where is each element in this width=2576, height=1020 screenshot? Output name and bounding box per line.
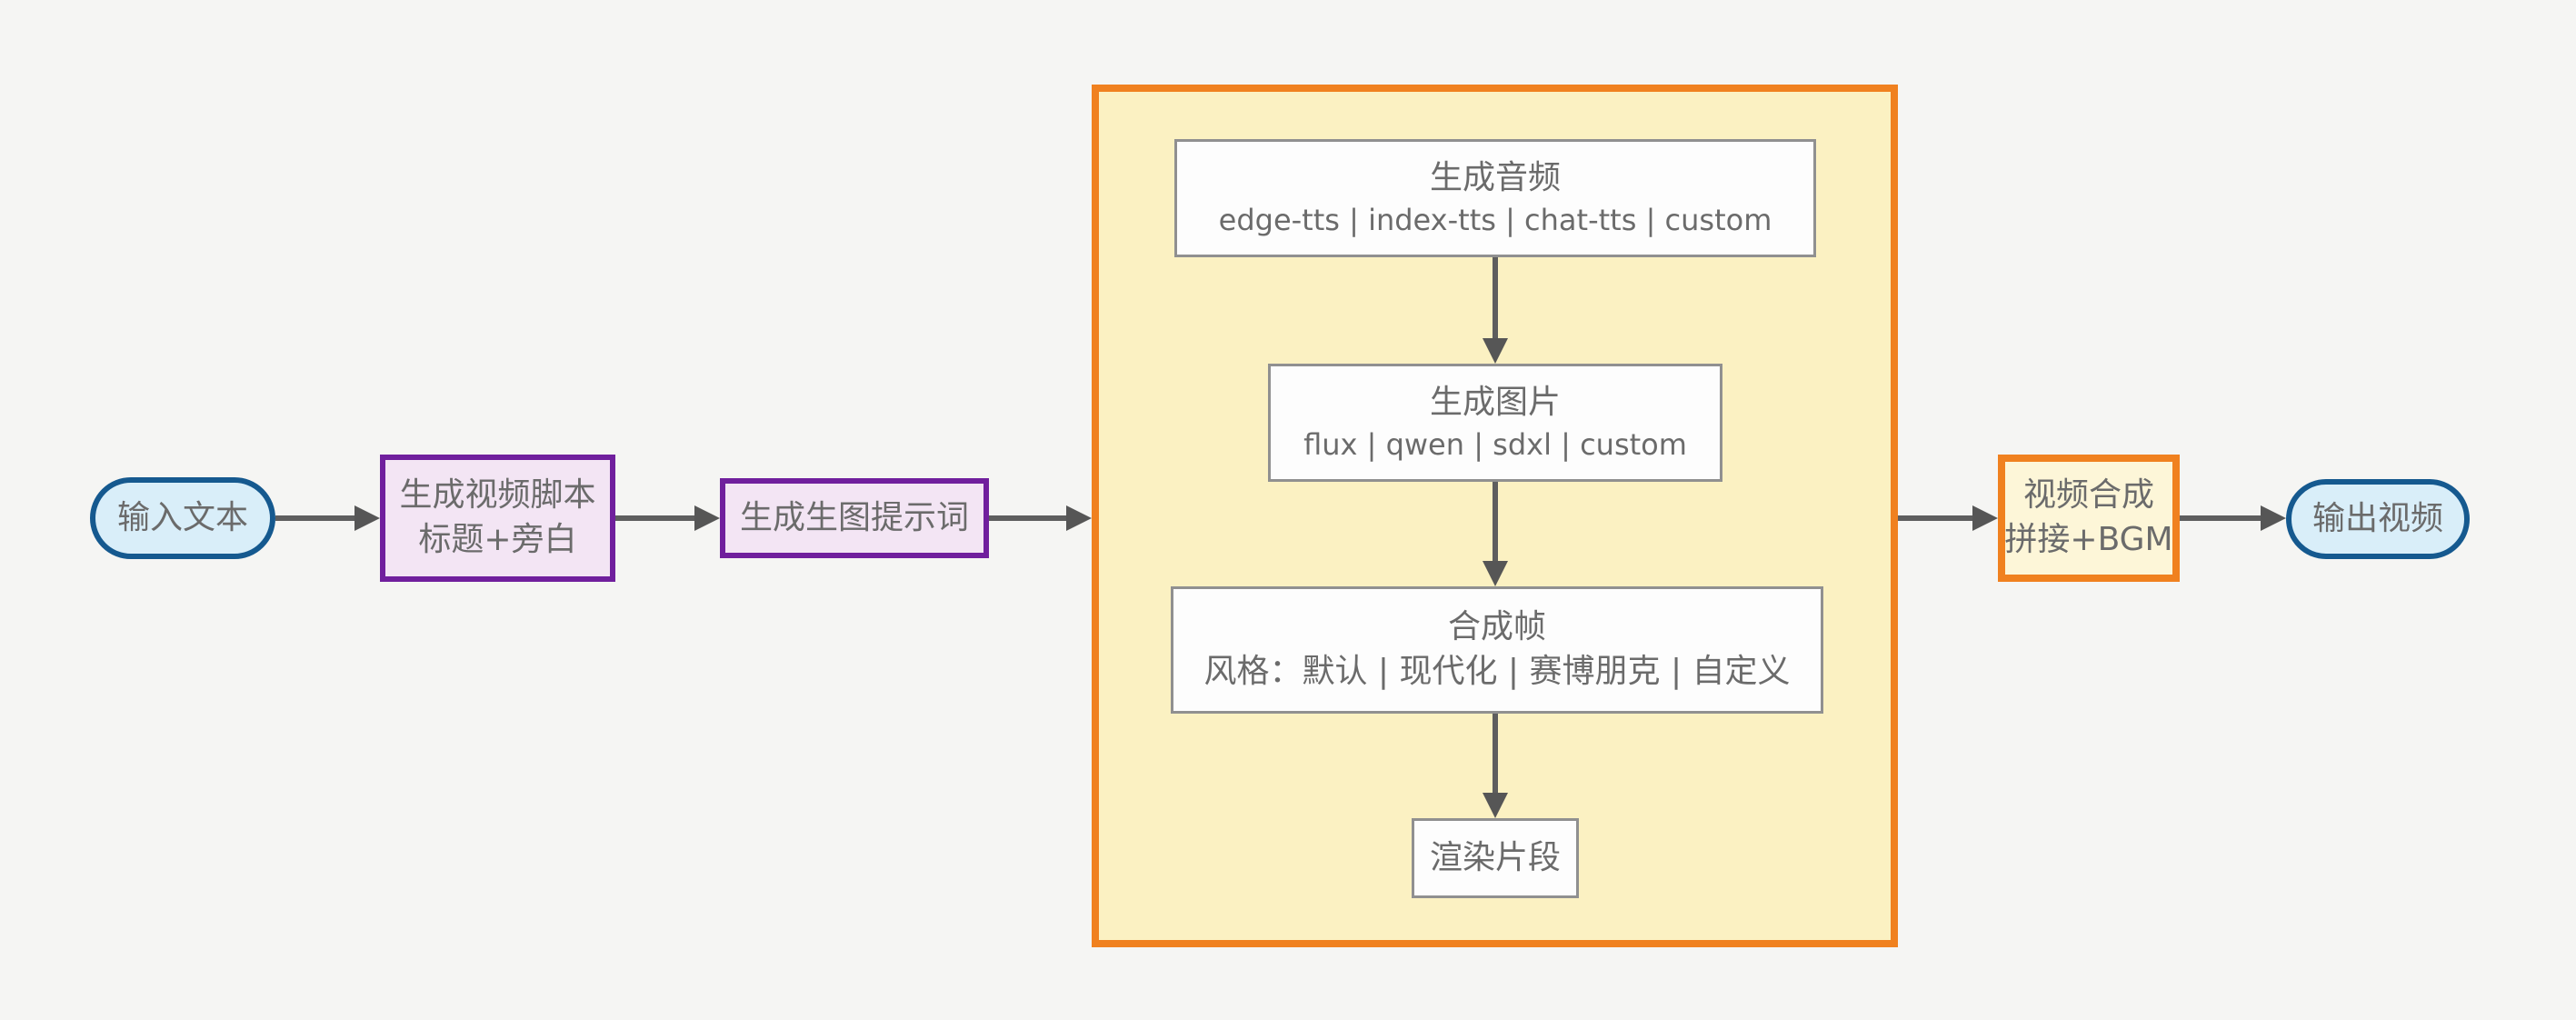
node-generate-script-line1: 生成视频脚本 [399, 476, 596, 515]
arrow-audio-to-image-head-icon [1483, 338, 1508, 364]
arrow-input-to-script-line [275, 515, 356, 521]
arrow-prompt-to-container-line [989, 515, 1066, 521]
node-generate-audio: 生成音频 edge-tts | index-tts | chat-tts | c… [1174, 139, 1816, 257]
node-video-compose-line1: 视频合成 [2022, 476, 2154, 515]
arrow-image-to-frame-line [1493, 482, 1498, 561]
node-generate-image-prompt: 生成生图提示词 [720, 478, 989, 558]
node-generate-script: 生成视频脚本 标题+旁白 [380, 455, 615, 582]
arrow-compose-to-output-line [2180, 515, 2261, 521]
node-generate-audio-title: 生成音频 [1429, 159, 1561, 197]
node-input-text-label: 输入文本 [116, 498, 248, 536]
node-generate-image-prompt-label: 生成生图提示词 [739, 498, 969, 536]
arrow-script-to-prompt-head-icon [694, 505, 720, 531]
node-generate-image: 生成图片 flux | qwen | sdxl | custom [1268, 364, 1722, 482]
arrow-image-to-frame-head-icon [1483, 561, 1508, 586]
arrow-container-to-compose-line [1898, 515, 1972, 521]
node-output-video-label: 输出视频 [2311, 499, 2443, 537]
arrow-container-to-compose-head-icon [1972, 505, 1998, 531]
arrow-script-to-prompt-line [615, 515, 694, 521]
node-render-clip: 渲染片段 [1412, 818, 1579, 898]
arrow-prompt-to-container-head-icon [1066, 505, 1092, 531]
node-compose-frame-options: 风格：默认 | 现代化 | 赛博朋克 | 自定义 [1203, 653, 1791, 690]
node-video-compose-line2: 拼接+BGM [2004, 521, 2173, 558]
node-generate-image-options: flux | qwen | sdxl | custom [1303, 426, 1687, 462]
arrow-compose-to-output-head-icon [2261, 505, 2286, 531]
node-render-clip-label: 渲染片段 [1429, 838, 1561, 876]
arrow-frame-to-render-head-icon [1483, 793, 1508, 818]
arrow-frame-to-render-line [1493, 714, 1498, 793]
node-output-video: 输出视频 [2286, 479, 2470, 559]
node-generate-script-line2: 标题+旁白 [418, 521, 577, 558]
node-generate-image-title: 生成图片 [1429, 384, 1561, 422]
node-input-text: 输入文本 [90, 477, 275, 559]
arrow-audio-to-image-line [1493, 257, 1498, 338]
node-compose-frame: 合成帧 风格：默认 | 现代化 | 赛博朋克 | 自定义 [1171, 586, 1823, 714]
node-compose-frame-title: 合成帧 [1447, 608, 1546, 646]
arrow-input-to-script-head-icon [354, 505, 380, 531]
node-video-compose: 视频合成 拼接+BGM [1998, 455, 2180, 582]
node-generate-audio-options: edge-tts | index-tts | chat-tts | custom [1218, 202, 1772, 237]
